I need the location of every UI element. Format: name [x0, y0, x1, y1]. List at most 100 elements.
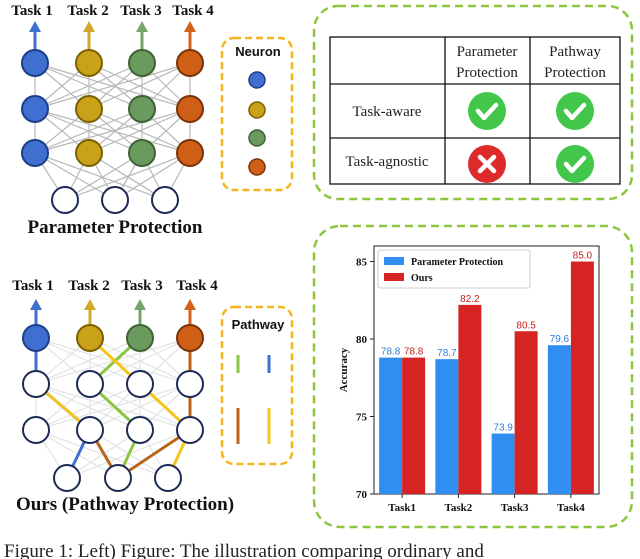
input-node [154, 464, 182, 492]
data-label: 80.5 [516, 320, 536, 331]
neuron-node [21, 95, 49, 123]
neuron-node [126, 324, 154, 352]
neuron-green-icon [248, 129, 266, 147]
arrow-head-icon [30, 299, 42, 310]
data-label: 82.2 [460, 294, 480, 305]
x-tick-label: Task3 [501, 502, 529, 514]
y-tick-label: 70 [356, 489, 368, 501]
y-tick-label: 75 [356, 412, 368, 424]
legend-swatch [384, 273, 404, 281]
pathway-line [117, 338, 192, 480]
legend-swatch [384, 257, 404, 265]
input-node [151, 186, 179, 214]
task-label: Task 4 [176, 278, 218, 294]
connection-line [64, 152, 191, 201]
hidden-node [22, 416, 50, 444]
neuron-legend: Neuron [220, 36, 294, 192]
neuron-node [75, 95, 103, 123]
table-row-label-task-agnostic: Task-agnostic [345, 154, 428, 170]
table-header-pathway-line1: Pathway [549, 44, 601, 60]
hidden-node [126, 416, 154, 444]
connection-line [114, 152, 191, 201]
bar [435, 359, 459, 494]
connection-line [88, 108, 191, 154]
connection-line [89, 383, 191, 431]
task-label: Task 3 [120, 3, 162, 19]
connection-line [34, 108, 143, 154]
connection-line [89, 337, 191, 385]
connection-line [34, 152, 116, 201]
hidden-node [176, 370, 204, 398]
footer-caption: Figure 1: Left) Figure: The illustration… [4, 541, 484, 559]
pathway-line [88, 336, 192, 479]
neuron-node [176, 139, 204, 167]
pathway-legend-title: Pathway [232, 317, 286, 332]
neuron-orange-icon [248, 158, 266, 176]
data-label: 79.6 [550, 334, 570, 345]
neuron-node [176, 95, 204, 123]
task-label: Task 1 [12, 278, 54, 294]
neuron-yellow-icon [248, 101, 266, 119]
neuron-node [128, 139, 156, 167]
neuron-node [128, 95, 156, 123]
table-row-label-task-aware: Task-aware [353, 104, 422, 120]
legend-frame [377, 249, 531, 289]
arrow-head-icon [29, 21, 41, 32]
input-node [51, 186, 79, 214]
pathway-legend: Pathway [220, 305, 294, 466]
arrow-head-icon [84, 299, 96, 310]
input-node [53, 464, 81, 492]
data-label: 78.7 [437, 348, 457, 359]
arrow-head-icon [184, 299, 196, 310]
task-label: Task 1 [11, 3, 53, 19]
check-icon [556, 145, 594, 183]
connection-line [34, 62, 143, 110]
task-label: Task 4 [172, 3, 214, 19]
connection-line [88, 62, 191, 110]
hidden-node [76, 416, 104, 444]
check-icon [556, 92, 594, 130]
task-label: Task 2 [68, 278, 110, 294]
bar [491, 433, 515, 494]
caption-ours: Ours (Pathway Protection) [16, 494, 234, 515]
check-icon [468, 92, 506, 130]
y-tick-label: 80 [356, 334, 368, 346]
neuron-node [176, 324, 204, 352]
connection-line [34, 108, 191, 154]
comparison-table-panel: Parameter Protection Pathway Protection … [312, 4, 634, 201]
task-label: Task 2 [67, 3, 109, 19]
neuron-node [75, 139, 103, 167]
x-tick-label: Task2 [445, 502, 473, 514]
connection-line [35, 429, 169, 479]
input-node [104, 464, 132, 492]
neuron-node [21, 139, 49, 167]
hidden-node [176, 416, 204, 444]
neuron-node [21, 49, 49, 77]
hidden-node [76, 370, 104, 398]
legend-entry: Ours [411, 273, 433, 284]
table-header-param-line2: Protection [456, 65, 518, 81]
network-parameter-protection [21, 21, 204, 214]
neuron-blue-icon [248, 71, 266, 89]
connection-line [34, 152, 166, 201]
data-label: 73.9 [493, 423, 513, 434]
task-labels-top: Task 1 Task 2 Task 3 Task 4 [11, 3, 214, 19]
neuron-node [75, 49, 103, 77]
neuron-node [176, 49, 204, 77]
arrow-head-icon [83, 21, 95, 32]
data-label: 85.0 [573, 251, 593, 262]
arrow-head-icon [136, 21, 148, 32]
neuron-node [76, 324, 104, 352]
x-tick-label: Task4 [557, 502, 585, 514]
y-tick-label: 85 [356, 257, 368, 269]
hidden-node [126, 370, 154, 398]
data-label: 78.8 [404, 347, 424, 358]
x-tick-label: Task1 [388, 502, 416, 514]
connection-line [64, 152, 143, 201]
arrow-head-icon [184, 21, 196, 32]
neuron-node [128, 49, 156, 77]
legend-entry: Parameter Protection [411, 257, 504, 268]
